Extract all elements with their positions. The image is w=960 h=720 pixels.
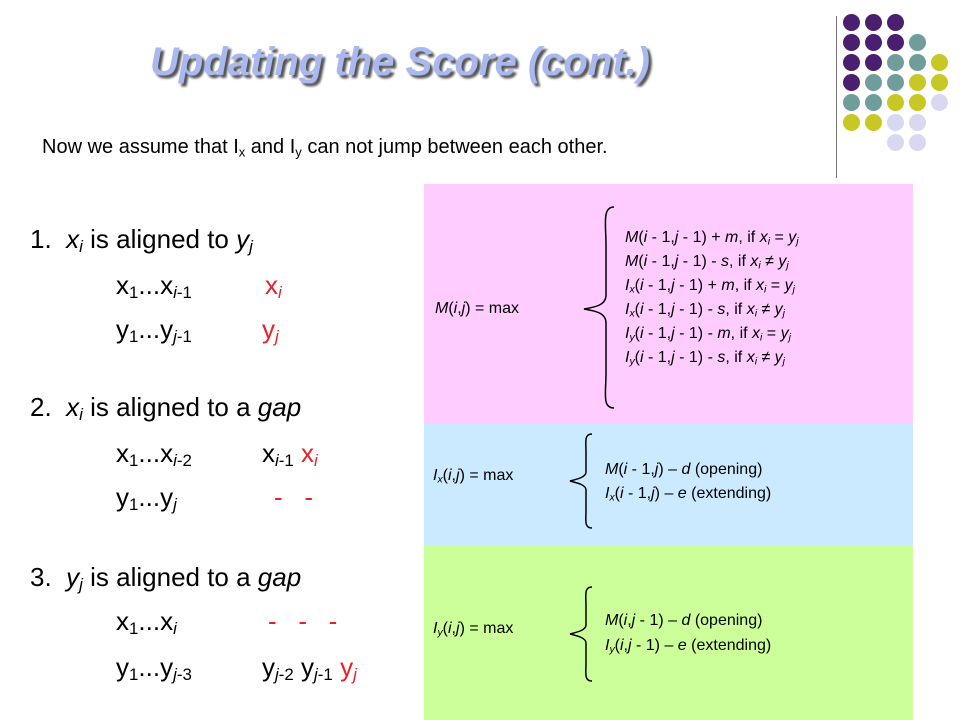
- ix-equation-label: Ix(i,j) = max: [433, 467, 514, 486]
- dot-teal: [909, 54, 926, 71]
- dot-olive: [909, 94, 926, 111]
- ix-case-1: M(i - 1,j) – d (opening): [605, 461, 763, 478]
- decorative-dot-grid: [840, 14, 960, 154]
- dot-lavender: [909, 114, 926, 131]
- m-equation-label: M(i,j) = max: [435, 300, 520, 317]
- case-1-heading: 1. xi is aligned to yj: [30, 224, 253, 255]
- dot-lavender: [887, 134, 904, 151]
- dot-purple: [843, 14, 860, 31]
- iy-case-1: M(i,j - 1) – d (opening): [605, 612, 763, 629]
- dot-purple: [887, 14, 904, 31]
- subtitle-sub-x: x: [238, 144, 246, 160]
- m-case-3: Ix(i - 1,j - 1) + m, if xi = yj: [625, 277, 795, 296]
- m-recurrence-box: [424, 184, 913, 424]
- dot-teal: [887, 74, 904, 91]
- case-number: 3.: [30, 562, 52, 592]
- ix-left-brace: [569, 433, 593, 529]
- iy-equation-label: Iy(i,j) = max: [433, 620, 514, 639]
- case-1-row-y-left: y1...yj-1: [116, 314, 192, 347]
- case-2-row-x-right: xi-1 xi: [262, 438, 318, 471]
- case-1-row-y-right: yj: [262, 314, 279, 347]
- case-2-heading: 2. xi is aligned to a gap: [30, 392, 301, 423]
- case-3-row-x-right: - - -: [268, 606, 338, 636]
- m-case-4: Ix(i - 1,j - 1) - s, if xi ≠ yj: [625, 301, 785, 320]
- dot-teal: [865, 74, 882, 91]
- case-3-row-x-left: x1...xi: [116, 606, 177, 639]
- m-case-5: Iy(i - 1,j - 1) - m, if xi = yj: [625, 325, 791, 344]
- case-number: 2.: [30, 392, 52, 422]
- dot-olive: [931, 74, 948, 91]
- dot-teal: [865, 94, 882, 111]
- iy-left-brace: [569, 586, 593, 682]
- case-3-heading: 3. yj is aligned to a gap: [30, 562, 301, 593]
- case-1-row-x-right: xi: [265, 270, 282, 303]
- m-case-6: Iy(i - 1,j - 1) - s, if xi ≠ yj: [625, 349, 785, 368]
- dot-purple: [865, 34, 882, 51]
- case-var: x: [66, 392, 80, 422]
- case-text: is aligned to a: [82, 562, 258, 592]
- dot-lavender: [887, 114, 904, 131]
- case-3-row-y-left: y1...yj-3: [116, 652, 192, 685]
- case-sub: i: [79, 405, 83, 425]
- case-var: y: [236, 224, 250, 254]
- m-left-brace: [583, 206, 615, 409]
- dot-purple: [865, 14, 882, 31]
- dot-olive: [909, 74, 926, 91]
- case-var: gap: [257, 562, 302, 592]
- m-case-1: M(i - 1,j - 1) + m, if xi = yj: [625, 229, 799, 248]
- case-sub: j: [249, 237, 253, 257]
- case-var: gap: [257, 392, 302, 422]
- case-text: is aligned to a: [82, 392, 258, 422]
- dot-olive: [931, 54, 948, 71]
- case-sub: j: [79, 575, 83, 595]
- dot-olive: [843, 114, 860, 131]
- dot-lavender: [909, 134, 926, 151]
- dot-purple: [843, 74, 860, 91]
- dot-purple: [843, 54, 860, 71]
- dot-purple: [865, 54, 882, 71]
- slide-subtitle: Now we assume that Ix and Iy can not jum…: [42, 136, 608, 159]
- ix-recurrence-box: [424, 424, 913, 545]
- dot-lavender: [931, 94, 948, 111]
- dot-teal: [909, 34, 926, 51]
- case-sub: i: [79, 237, 83, 257]
- vertical-divider: [836, 16, 837, 178]
- dot-purple: [843, 34, 860, 51]
- case-var: y: [66, 562, 80, 592]
- case-2-row-y-left: y1...yj: [116, 482, 177, 515]
- subtitle-sub-y: y: [295, 144, 302, 160]
- subtitle-part2: and I: [245, 136, 296, 158]
- case-number: 1.: [30, 224, 52, 254]
- case-3-row-y-right: yj-2 yj-1 yj: [262, 652, 357, 685]
- dot-teal: [887, 54, 904, 71]
- case-1-row-x-left: x1...xi-1: [116, 270, 192, 303]
- slide-title: Updating the Score (cont.): [150, 40, 650, 84]
- dot-olive: [865, 114, 882, 131]
- dot-teal: [843, 94, 860, 111]
- case-2-row-y-right: - -: [274, 482, 313, 512]
- iy-recurrence-box: [424, 545, 913, 720]
- case-2-row-x-left: x1...xi-2: [116, 438, 192, 471]
- iy-case-2: Iy(i,j - 1) – e (extending): [605, 637, 772, 656]
- ix-case-2: Ix(i - 1,j) – e (extending): [605, 485, 772, 504]
- case-var: x: [66, 224, 80, 254]
- subtitle-part1: Now we assume that I: [42, 136, 239, 158]
- case-text: is aligned to: [82, 224, 237, 254]
- subtitle-part3: can not jump between each other.: [301, 136, 608, 158]
- dot-purple: [887, 34, 904, 51]
- m-case-2: M(i - 1,j - 1) - s, if xi ≠ yj: [625, 253, 789, 272]
- dot-olive: [887, 94, 904, 111]
